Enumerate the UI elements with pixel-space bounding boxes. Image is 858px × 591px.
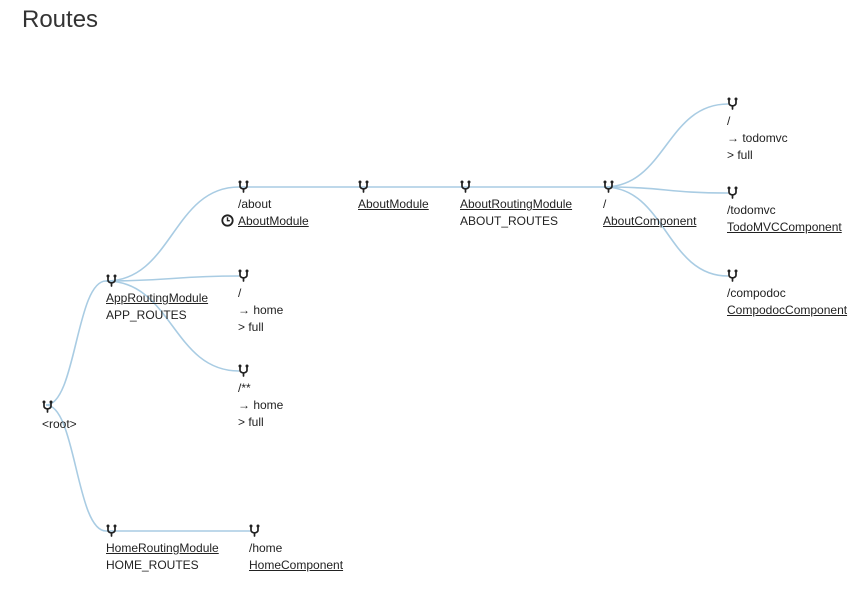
route-link <box>105 275 240 282</box>
fork-icon <box>358 180 429 196</box>
route-link <box>603 186 729 194</box>
node-label: > full <box>238 320 264 334</box>
fork-icon <box>460 180 572 196</box>
route-node-redirect-root: / → home > full <box>238 269 283 336</box>
fork-icon <box>42 400 77 416</box>
home-routing-module-link[interactable]: HomeRoutingModule <box>106 541 219 555</box>
route-node-about: /about AboutModule <box>221 180 326 232</box>
node-label: APP_ROUTES <box>106 308 187 322</box>
route-link <box>603 103 729 188</box>
node-label: / <box>238 286 242 300</box>
fork-icon <box>238 364 283 380</box>
route-link <box>603 186 729 277</box>
todomvc-component-link[interactable]: TodoMVCComponent <box>727 220 842 234</box>
route-node-todomvc-redirect: / → todomvc > full <box>727 97 788 164</box>
route-node-about-component: / AboutComponent <box>603 180 696 230</box>
node-label: / <box>603 197 607 211</box>
route-node-home: /home HomeComponent <box>249 524 343 574</box>
route-node-root: <root> <box>42 400 77 433</box>
node-label: /home <box>249 541 283 555</box>
fork-icon <box>106 274 208 290</box>
about-component-link[interactable]: AboutComponent <box>603 214 697 228</box>
fork-icon <box>727 97 788 113</box>
about-module-link[interactable]: AboutModule <box>358 197 429 211</box>
route-link <box>45 280 107 406</box>
node-label: <root> <box>42 417 77 431</box>
about-module-link[interactable]: AboutModule <box>238 214 309 228</box>
fork-icon <box>603 180 696 196</box>
node-label: / <box>727 114 731 128</box>
fork-icon <box>106 524 219 540</box>
fork-icon <box>727 186 842 202</box>
node-label: ABOUT_ROUTES <box>460 214 559 228</box>
route-link <box>105 280 240 372</box>
node-label: > full <box>727 148 753 162</box>
route-link <box>45 404 107 532</box>
app-routing-module-link[interactable]: AppRoutingModule <box>106 291 209 305</box>
route-link <box>105 186 240 282</box>
node-label: HOME_ROUTES <box>106 558 199 572</box>
route-node-todomvc: /todomvc TodoMVCComponent <box>727 186 842 236</box>
route-node-compodoc: /compodoc CompodocComponent <box>727 269 847 319</box>
node-label: /compodoc <box>727 286 786 300</box>
fork-icon <box>238 269 283 285</box>
route-node-app-routing-module: AppRoutingModule APP_ROUTES <box>106 274 208 324</box>
page-title: Routes <box>22 6 99 33</box>
route-node-about-routing-module: AboutRoutingModule ABOUT_ROUTES <box>460 180 572 230</box>
node-label: → home <box>238 398 284 412</box>
node-label: > full <box>238 415 264 429</box>
fork-icon <box>249 524 343 540</box>
about-routing-module-link[interactable]: AboutRoutingModule <box>460 197 573 211</box>
node-label: /** <box>238 381 251 395</box>
node-label: /todomvc <box>727 203 776 217</box>
fork-icon <box>727 269 847 285</box>
fork-icon <box>238 180 326 196</box>
compodoc-component-link[interactable]: CompodocComponent <box>727 303 848 317</box>
home-component-link[interactable]: HomeComponent <box>249 558 344 572</box>
node-label: → home <box>238 303 284 317</box>
node-label: /about <box>238 197 272 211</box>
route-node-wildcard: /** → home > full <box>238 364 283 431</box>
route-node-home-routing-module: HomeRoutingModule HOME_ROUTES <box>106 524 219 574</box>
node-label: → todomvc <box>727 131 788 145</box>
clock-icon <box>221 214 234 232</box>
route-node-about-module: AboutModule <box>358 180 429 213</box>
lazy-loaded-row: AboutModule <box>221 213 309 232</box>
